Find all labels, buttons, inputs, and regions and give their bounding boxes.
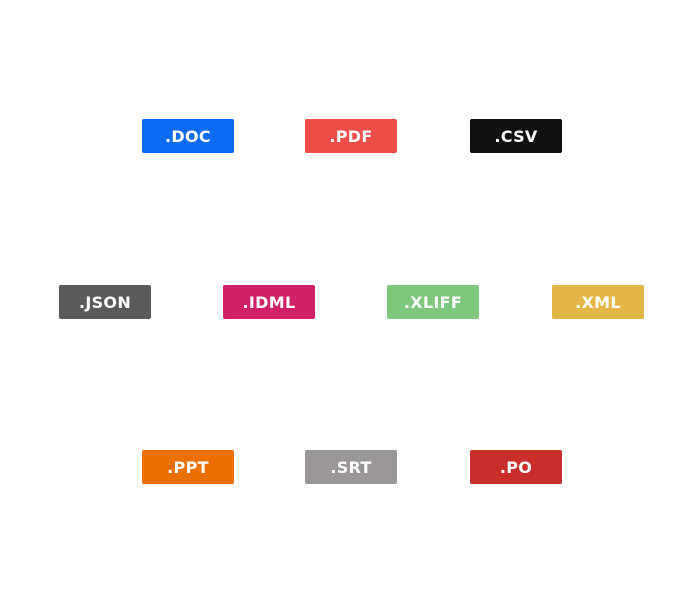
badge-json: .JSON xyxy=(59,285,151,319)
badge-srt: .SRT xyxy=(305,450,397,484)
badge-doc: .DOC xyxy=(142,119,234,153)
badge-xliff: .XLIFF xyxy=(387,285,479,319)
badge-idml: .IDML xyxy=(223,285,315,319)
badge-pdf: .PDF xyxy=(305,119,397,153)
badge-ppt: .PPT xyxy=(142,450,234,484)
badge-xml: .XML xyxy=(552,285,644,319)
badge-csv: .CSV xyxy=(470,119,562,153)
badge-po: .PO xyxy=(470,450,562,484)
